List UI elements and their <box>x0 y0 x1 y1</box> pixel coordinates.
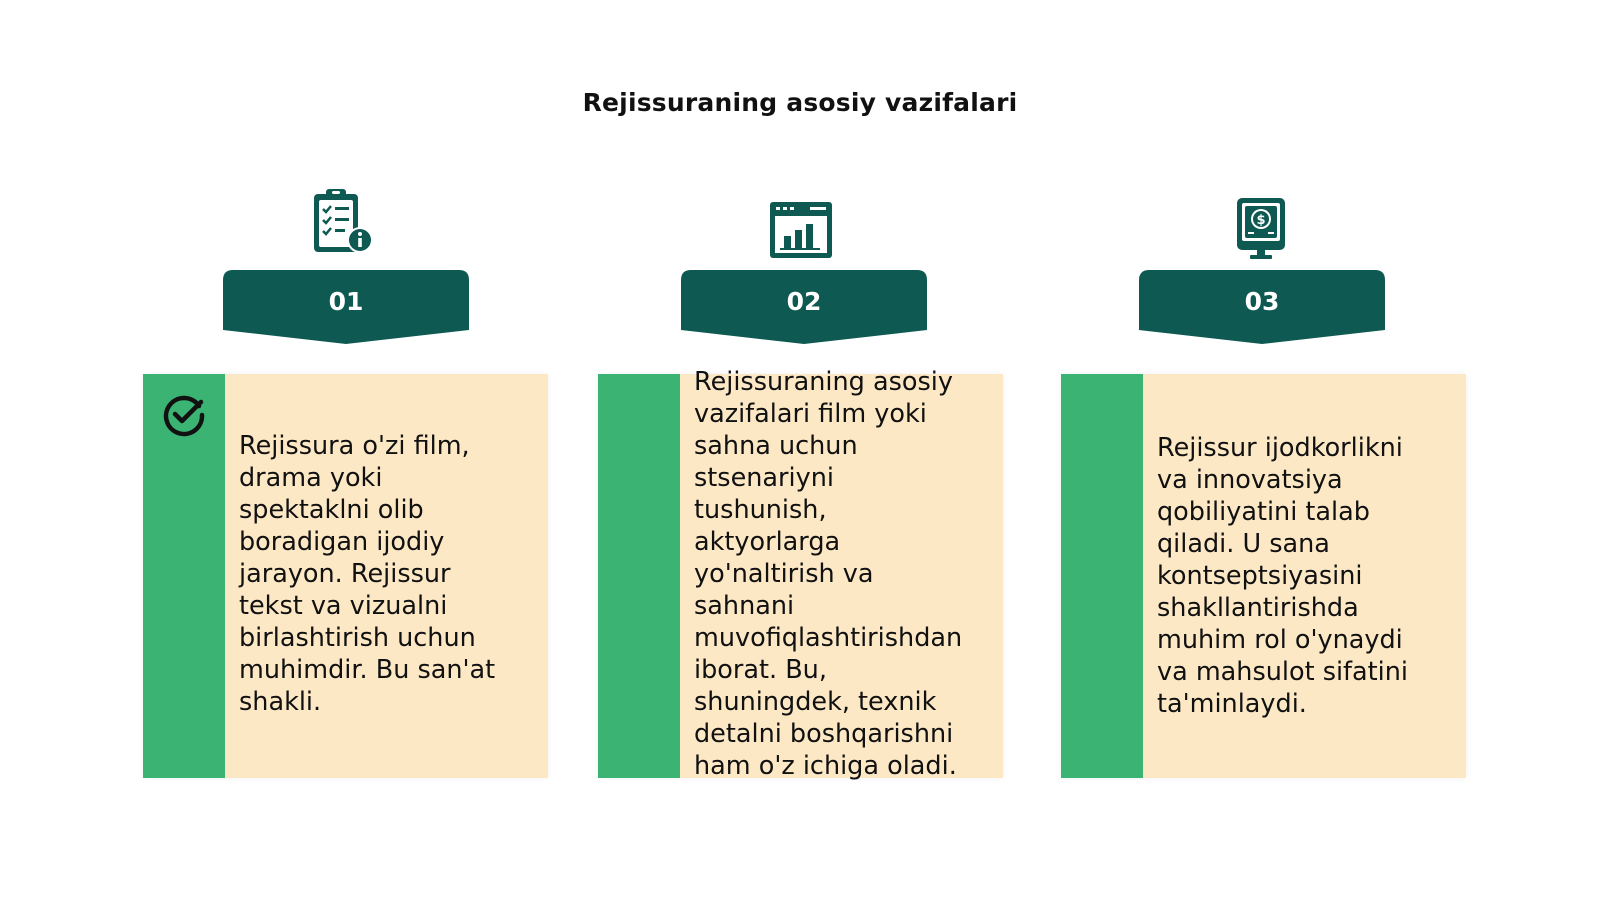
card-body: Rejissuraning asosiy vazifalari film yok… <box>680 367 1003 781</box>
card-body: Rejissura o'zi film, drama yoki spektakl… <box>225 374 548 778</box>
card-text: Rejissuraning asosiy vazifalari film yok… <box>694 367 963 781</box>
card-body: Rejissur ijodkorlikni va innovatsiya qob… <box>1143 374 1466 778</box>
banner-shape <box>681 270 927 344</box>
step-banner-2: 02 <box>681 270 927 346</box>
card-accent-bar <box>1061 374 1143 778</box>
bar-chart-window-icon <box>770 202 832 258</box>
step-banner-1: 01 <box>223 270 469 346</box>
check-circle-icon <box>163 395 205 437</box>
clipboard-checklist-icon <box>314 189 373 253</box>
step-number: 02 <box>786 287 822 316</box>
banner-shape <box>1139 270 1385 344</box>
step-number: 03 <box>1244 287 1280 316</box>
card-text: Rejissura o'zi film, drama yoki spektakl… <box>239 431 496 717</box>
step-number: 01 <box>328 287 364 316</box>
card-accent-bar <box>143 374 225 778</box>
page-title: Rejissuraning asosiy vazifalari <box>582 88 1018 117</box>
svg-text:$: $ <box>1256 213 1265 228</box>
money-monitor-icon: $ <box>1237 198 1285 259</box>
step-card-1: Rejissura o'zi film, drama yoki spektakl… <box>143 374 548 778</box>
card-text: Rejissur ijodkorlikni va innovatsiya qob… <box>1157 433 1408 719</box>
card-accent-bar <box>598 374 680 778</box>
step-card-3: Rejissur ijodkorlikni va innovatsiya qob… <box>1061 374 1466 778</box>
step-banner-3: 03 <box>1139 270 1385 346</box>
step-card-2: Rejissuraning asosiy vazifalari film yok… <box>598 367 1003 781</box>
banner-shape <box>223 270 469 344</box>
